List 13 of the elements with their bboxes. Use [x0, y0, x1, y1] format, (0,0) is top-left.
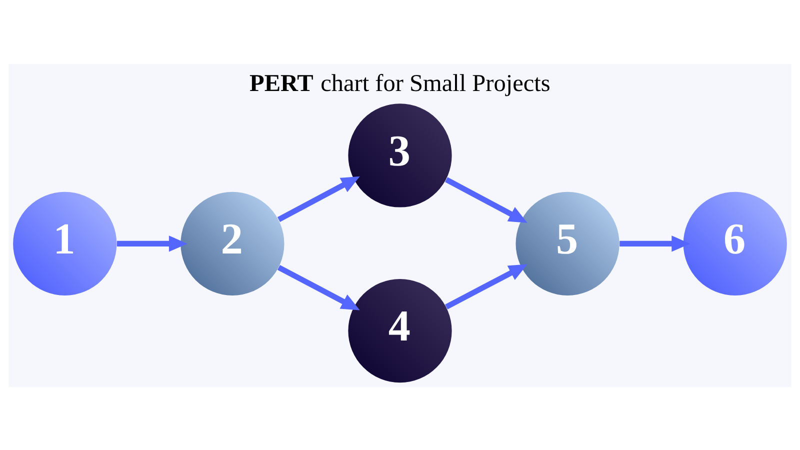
arrow [116, 235, 188, 252]
diagram-title: PERT chart for Small Projects [250, 70, 550, 97]
arrow [277, 264, 360, 310]
node-circle: 4 [348, 278, 452, 382]
node-circle: 6 [683, 191, 787, 295]
node-circle: 2 [180, 191, 284, 295]
arrow [444, 176, 528, 222]
node-circle: 3 [348, 103, 452, 207]
node-circle: 5 [516, 191, 620, 295]
arrow [277, 176, 360, 222]
node-circle: 1 [13, 191, 117, 295]
arrow [445, 264, 528, 309]
arrow [620, 235, 690, 252]
